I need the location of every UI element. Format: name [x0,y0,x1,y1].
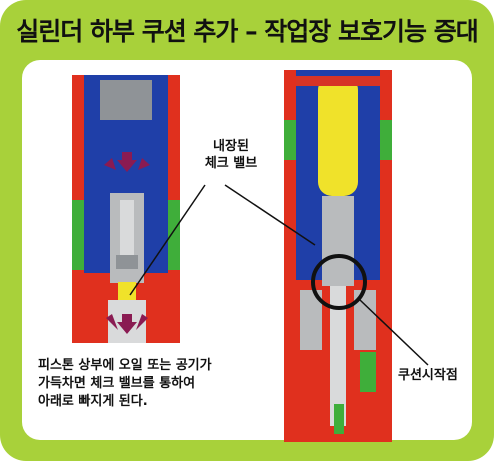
note-line-3: 아래로 빠지게 된다. [38,394,148,409]
right-bottom-block-left [300,290,322,350]
right-seal-left-top [284,120,296,160]
check-valve-leader-2 [224,184,316,246]
flow-arrows-top [104,152,150,172]
right-cushion-spear [322,196,354,286]
right-oil-passage [330,286,346,426]
cushion-start-circle [311,254,367,310]
right-yellow-spring [318,76,358,196]
right-top-cap [296,76,380,86]
explanation-note: 피스톤 상부에 오일 또는 공기가 가득차면 체크 밸브를 통하여 아래로 빠지… [38,357,298,411]
check-valve-ball [118,282,136,302]
note-line-1: 피스톤 상부에 오일 또는 공기가 [38,358,212,373]
check-valve-label-line1: 내장된 [213,139,249,154]
check-valve-leader-1 [129,184,206,296]
cushion-start-label: 쿠션시작점 [398,368,458,383]
left-cylinder [72,75,180,343]
left-piston-cap [100,80,152,120]
right-bottom-block-right [354,290,376,350]
left-valve-stem [120,200,134,262]
check-valve-label-line2: 체크 밸브 [204,156,258,171]
right-cushion-screw [360,352,376,392]
check-valve-label: 내장된 체크 밸브 [196,138,266,172]
left-seal-right [168,200,180,270]
slide-title: 실린더 하부 쿠션 추가 – 작업장 보호기능 증대 [16,17,478,46]
flow-arrows-bottom [106,314,148,334]
right-bottom-port [334,404,344,434]
cushion-leader [359,299,429,366]
left-seal-left [72,200,84,270]
right-seal-right-top [380,120,392,160]
left-valve-seat [116,255,138,269]
note-line-2: 가득차면 체크 밸브를 통하여 [38,376,196,391]
